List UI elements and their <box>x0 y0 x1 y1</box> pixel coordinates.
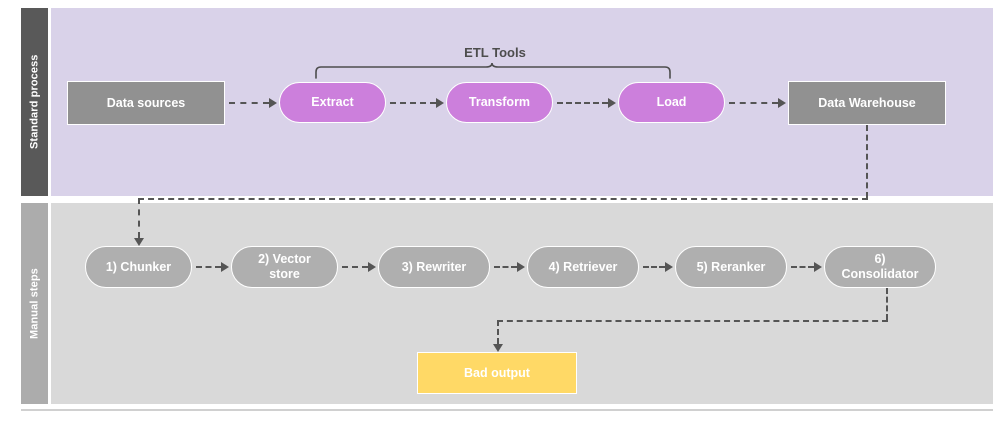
node-rewriter[interactable]: 3) Rewriter <box>378 246 490 288</box>
node-label: Load <box>656 95 687 109</box>
edge-retriever-to-reranker <box>643 266 665 268</box>
edge-consolidator-to-bad-output-segment-1 <box>886 288 888 320</box>
node-label: Transform <box>468 95 531 109</box>
node-label: 1) Chunker <box>105 259 172 274</box>
edge-data-warehouse-to-chunker-segment-2 <box>138 198 868 200</box>
edge-data-warehouse-to-chunker-segment-3 <box>138 198 140 238</box>
edge-reranker-to-consolidator <box>791 266 814 268</box>
edge-chunker-to-vector-store <box>196 266 221 268</box>
edge-transform-to-load <box>557 102 608 104</box>
edge-arrowhead <box>269 98 277 108</box>
bottom-divider <box>21 409 993 411</box>
edge-consolidator-to-bad-output-segment-2 <box>497 320 888 322</box>
node-bad-output[interactable]: Bad output <box>417 352 577 394</box>
edge-data-sources-to-extract <box>229 102 269 104</box>
edge-arrowhead <box>134 238 144 246</box>
edge-arrowhead <box>778 98 786 108</box>
node-label: 5) Reranker <box>696 259 766 274</box>
lane-header-label: Standard process <box>28 54 41 150</box>
etl-tools-label: ETL Tools <box>464 45 526 60</box>
node-label: Bad output <box>464 365 530 380</box>
edge-arrowhead <box>608 98 616 108</box>
node-label: 4) Retriever <box>548 259 618 274</box>
edge-vector-store-to-rewriter <box>342 266 368 268</box>
node-label: Data sources <box>106 95 186 110</box>
lane-header-label: Manual steps <box>28 268 41 339</box>
node-load[interactable]: Load <box>618 82 725 123</box>
edge-extract-to-transform <box>390 102 436 104</box>
edge-data-warehouse-to-chunker-segment-1 <box>866 125 868 198</box>
lane-header-standard-process: Standard process <box>21 8 48 196</box>
edge-arrowhead <box>814 262 822 272</box>
node-label: 2) Vector store <box>258 252 311 281</box>
node-label: 3) Rewriter <box>401 259 467 274</box>
node-extract[interactable]: Extract <box>279 82 386 123</box>
node-label: 6) Consolidator <box>841 252 919 281</box>
node-label: Data Warehouse <box>818 95 916 110</box>
edge-arrowhead <box>493 344 503 352</box>
lane-header-manual-steps: Manual steps <box>21 203 48 404</box>
edge-consolidator-to-bad-output-segment-3 <box>497 320 499 344</box>
node-retriever[interactable]: 4) Retriever <box>527 246 639 288</box>
node-data-warehouse[interactable]: Data Warehouse <box>788 81 946 125</box>
edge-arrowhead <box>665 262 673 272</box>
etl-tools-brace-icon <box>315 63 671 79</box>
edge-arrowhead <box>517 262 525 272</box>
edge-arrowhead <box>221 262 229 272</box>
node-vector-store[interactable]: 2) Vector store <box>231 246 338 288</box>
node-chunker[interactable]: 1) Chunker <box>85 246 192 288</box>
node-transform[interactable]: Transform <box>446 82 553 123</box>
edge-arrowhead <box>436 98 444 108</box>
node-consolidator[interactable]: 6) Consolidator <box>824 246 936 288</box>
node-reranker[interactable]: 5) Reranker <box>675 246 787 288</box>
edge-load-to-data-warehouse <box>729 102 778 104</box>
edge-rewriter-to-retriever <box>494 266 517 268</box>
edge-arrowhead <box>368 262 376 272</box>
node-data-sources[interactable]: Data sources <box>67 81 225 125</box>
node-label: Extract <box>311 95 354 109</box>
